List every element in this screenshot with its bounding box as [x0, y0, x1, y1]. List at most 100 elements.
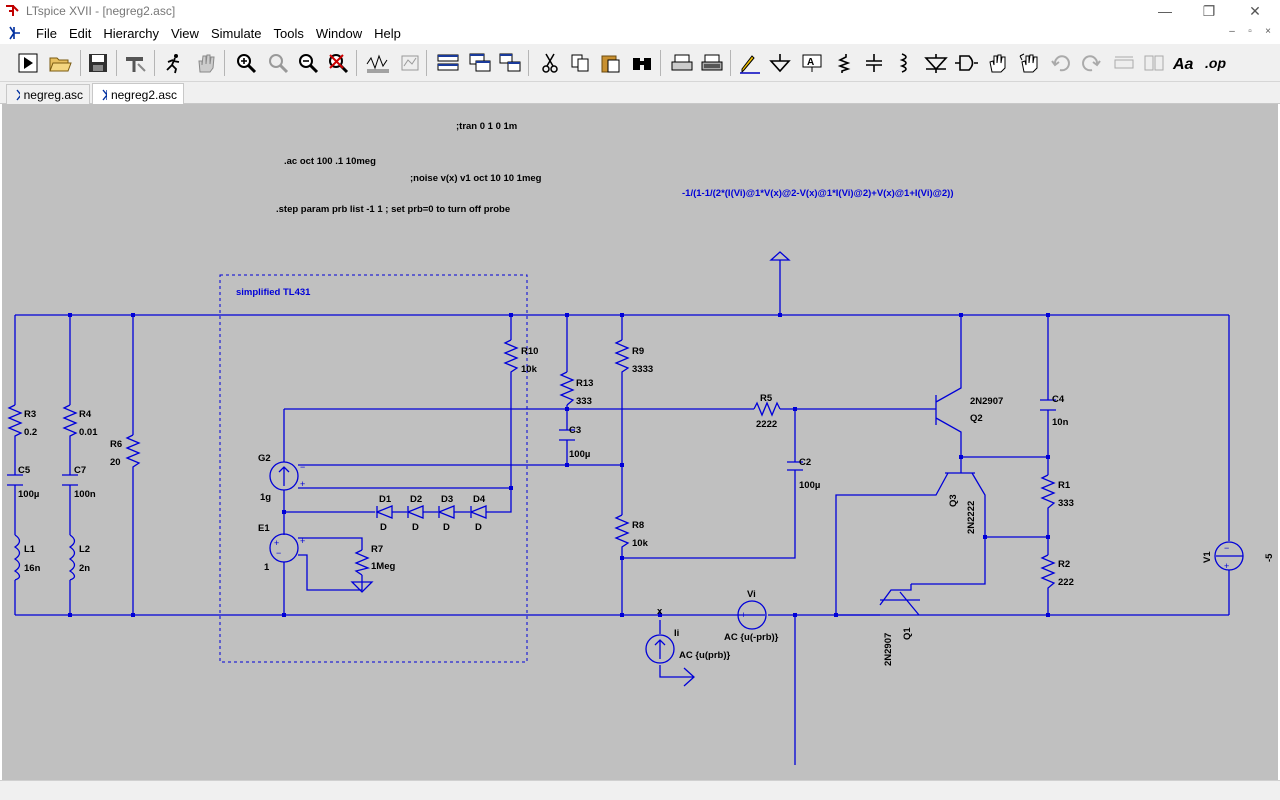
r4-value: 0.01: [79, 427, 98, 438]
tab-negreg2[interactable]: negreg2.asc: [92, 83, 184, 105]
save-icon[interactable]: [84, 49, 112, 77]
q2-model: 2N2907: [970, 396, 1003, 407]
r8-value: 10k: [632, 538, 649, 549]
r3-name: R3: [24, 409, 36, 420]
cut-icon[interactable]: [536, 49, 564, 77]
svg-text:+: +: [1224, 561, 1229, 571]
mdi-close-button[interactable]: ×: [1265, 26, 1271, 37]
close-button[interactable]: ✕: [1249, 2, 1261, 19]
r1-value: 333: [1058, 498, 1074, 509]
menu-hierarchy[interactable]: Hierarchy: [103, 25, 159, 41]
run-icon[interactable]: [14, 49, 42, 77]
step-directive[interactable]: .step param prb list -1 1 ; set prb=0 to…: [276, 204, 510, 215]
mdi-minimize-button[interactable]: –: [1229, 26, 1235, 37]
vi-name: Vi: [747, 589, 756, 600]
control-panel-hammer-icon[interactable]: [122, 49, 150, 77]
menu-file[interactable]: File: [36, 25, 57, 41]
d2-model: D: [412, 522, 419, 533]
l2-value: 2n: [79, 563, 90, 574]
menu-simulate[interactable]: Simulate: [210, 25, 262, 41]
label-net-icon[interactable]: A: [798, 49, 826, 77]
document-tab-bar: negreg.asc negreg2.asc: [0, 82, 1280, 105]
svg-text:A: A: [807, 57, 814, 68]
schematic-drawing[interactable]: −+ +− +− +− −+ ;tran 0 1 0 1m .ac oct 10…: [2, 104, 1278, 780]
inductor-icon[interactable]: [890, 49, 918, 77]
svg-text:Aa: Aa: [1172, 56, 1194, 73]
tran-directive[interactable]: ;tran 0 1 0 1m: [456, 121, 517, 132]
find-binoculars-icon[interactable]: [628, 49, 656, 77]
copy-icon[interactable]: [566, 49, 594, 77]
schematic-icon: [16, 89, 20, 100]
zoom-out-icon[interactable]: [294, 49, 322, 77]
drag-hand-icon[interactable]: [1016, 49, 1044, 77]
r5-name: R5: [760, 393, 773, 404]
expression-comment[interactable]: -1/(1-1/(2*(I(Vi)@1*V(x)@2-V(x)@1*I(Vi)@…: [682, 188, 954, 199]
zoom-fit-icon[interactable]: [264, 49, 292, 77]
svg-text:+: +: [274, 538, 279, 548]
menu-window[interactable]: Window: [315, 25, 363, 41]
zoom-cancel-icon[interactable]: [324, 49, 352, 77]
mdi-restore-button[interactable]: ▫: [1248, 26, 1252, 37]
d3-name: D3: [441, 494, 453, 505]
redo-icon[interactable]: [1078, 49, 1106, 77]
move-hand-icon[interactable]: [984, 49, 1012, 77]
tab-label: negreg.asc: [23, 87, 83, 102]
r9-name: R9: [632, 346, 644, 357]
resistor-icon[interactable]: [830, 49, 858, 77]
hand-pan-icon[interactable]: [192, 49, 220, 77]
paste-icon[interactable]: [596, 49, 624, 77]
spice-directive-icon[interactable]: .op: [1202, 49, 1230, 77]
ac-directive[interactable]: .ac oct 100 .1 10meg: [284, 156, 376, 167]
minimize-button[interactable]: —: [1158, 3, 1172, 19]
tl431-label[interactable]: simplified TL431: [236, 287, 311, 298]
rotate-icon[interactable]: [1110, 49, 1138, 77]
undo-icon[interactable]: [1046, 49, 1074, 77]
menu-edit[interactable]: Edit: [68, 25, 92, 41]
q1-name: Q1: [902, 627, 913, 640]
schematic-canvas[interactable]: −+ +− +− +− −+ ;tran 0 1 0 1m .ac oct 10…: [2, 104, 1278, 780]
menu-tools[interactable]: Tools: [273, 25, 304, 41]
window-tile-icon[interactable]: [434, 49, 462, 77]
polarity-marks: −+ +− +− +− −+: [274, 462, 1229, 620]
maximize-button[interactable]: ❐: [1202, 2, 1216, 19]
v1-value: -5: [1264, 553, 1275, 562]
run-man-icon[interactable]: [160, 49, 188, 77]
draw-wire-pencil-icon[interactable]: [736, 49, 764, 77]
tab-negreg[interactable]: negreg.asc: [6, 84, 90, 104]
l2-name: L2: [79, 544, 90, 555]
window-arrange-icon[interactable]: [496, 49, 524, 77]
zoom-in-icon[interactable]: [232, 49, 260, 77]
print-icon[interactable]: [668, 49, 696, 77]
diode-symbols: [375, 505, 487, 519]
diode-icon[interactable]: [922, 49, 950, 77]
r8-name: R8: [632, 520, 644, 531]
menu-bar: File Edit Hierarchy View Simulate Tools …: [0, 22, 1280, 44]
r9-value: 3333: [632, 364, 653, 375]
waveform-icon[interactable]: [364, 49, 392, 77]
ltspice-logo-icon: [6, 5, 19, 16]
r13-value: 333: [576, 396, 592, 407]
r2-value: 222: [1058, 577, 1074, 588]
mirror-icon[interactable]: [1140, 49, 1168, 77]
window-cascade-icon[interactable]: [466, 49, 494, 77]
open-folder-icon[interactable]: [46, 49, 74, 77]
tl431-box: [219, 274, 528, 663]
plot-settings-icon[interactable]: [396, 49, 424, 77]
capacitor-icon[interactable]: [860, 49, 888, 77]
q3-name: Q3: [948, 494, 959, 507]
text-icon[interactable]: Aa: [1170, 49, 1198, 77]
ground-icon[interactable]: [766, 49, 794, 77]
r6-name: R6: [110, 439, 122, 450]
q2-name: Q2: [970, 413, 983, 424]
r3-value: 0.2: [24, 427, 37, 438]
toolbar: A Aa .op: [0, 44, 1280, 82]
c3-value: 100µ: [569, 449, 590, 460]
print-setup-icon[interactable]: [698, 49, 726, 77]
component-icon[interactable]: [952, 49, 980, 77]
menu-help[interactable]: Help: [374, 25, 401, 41]
window-title: LTspice XVII - [negreg2.asc]: [26, 4, 176, 18]
menu-view[interactable]: View: [170, 25, 199, 41]
noise-directive[interactable]: ;noise v(x) v1 oct 10 10 1meg: [410, 173, 542, 184]
c7-value: 100n: [74, 489, 96, 500]
l1-value: 16n: [24, 563, 41, 574]
